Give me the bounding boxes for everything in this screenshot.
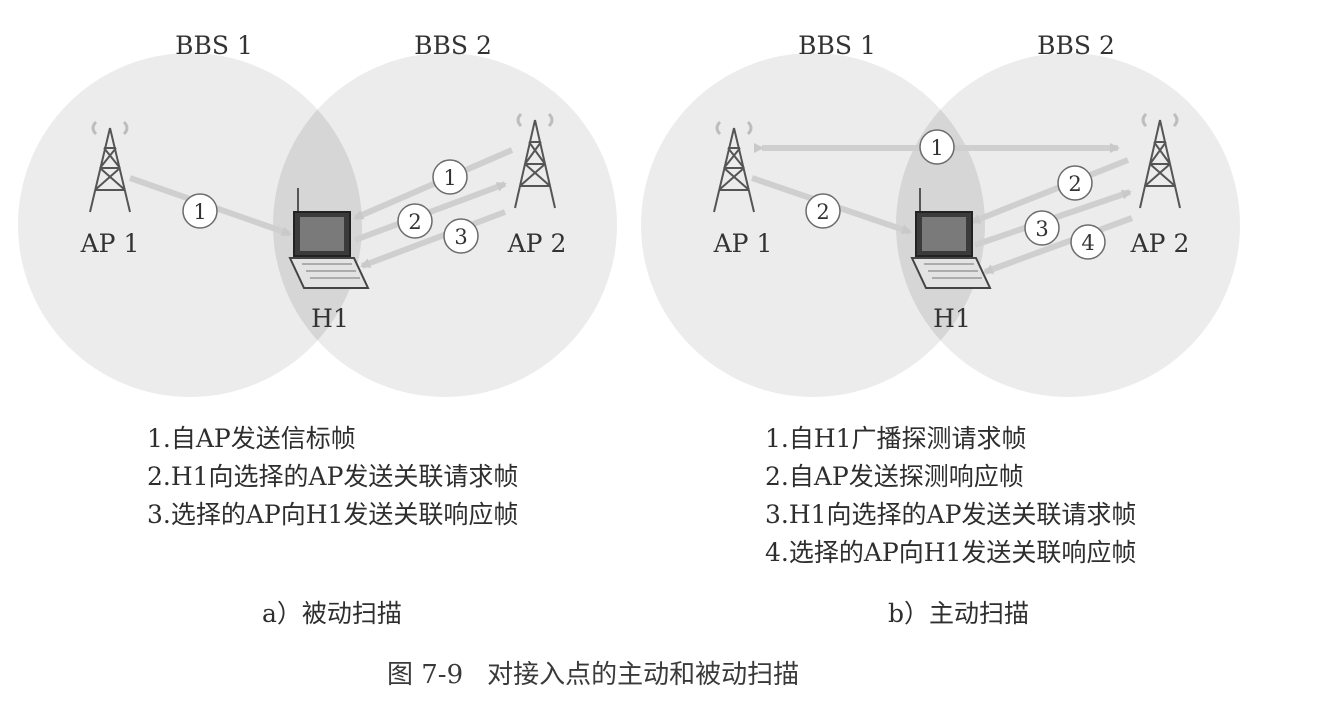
arrow-beacon-ap2 (353, 147, 514, 221)
step-text: 3.选择的AP向H1发送关联响应帧 (147, 500, 519, 529)
bss2-label: BBS 2 (414, 31, 492, 60)
svg-text:1: 1 (193, 200, 206, 224)
step-text: 2.自AP发送探测响应帧 (765, 462, 1024, 491)
ap2-tower-icon (1139, 119, 1181, 209)
step-text: 2.H1向选择的AP发送关联请求帧 (147, 462, 519, 491)
arrow-assoc-response (983, 215, 1134, 275)
panel-b: BBS 1 BBS 2 AP 1 AP 2 (641, 31, 1240, 397)
laptop-h1-icon (910, 188, 992, 289)
ap1-label: AP 1 (80, 229, 140, 258)
h1-label: H1 (933, 304, 971, 333)
step-marker: 1 (919, 129, 955, 165)
figure-caption: 图 7-9 对接入点的主动和被动扫描 (387, 654, 799, 691)
ap1-tower-icon (89, 127, 131, 213)
step-marker: 2 (397, 203, 433, 239)
ap2-label: AP 2 (507, 229, 567, 258)
svg-text:3: 3 (454, 225, 467, 249)
step-marker: 3 (1024, 210, 1060, 246)
ap1-signal-icon (91, 120, 129, 136)
ap2-tower-icon (514, 119, 556, 209)
step-text: 1.自H1广播探测请求帧 (765, 424, 1027, 453)
step-marker: 4 (1070, 224, 1106, 260)
ap2-signal-icon (1141, 112, 1179, 128)
laptop-h1-icon (288, 188, 370, 289)
step-text: 3.H1向选择的AP发送关联请求帧 (765, 500, 1137, 529)
svg-text:4: 4 (1081, 231, 1094, 255)
svg-text:2: 2 (816, 200, 829, 224)
figure-title: 对接入点的主动和被动扫描 (487, 660, 800, 690)
bss2-area (896, 53, 1240, 397)
step-text: 1.自AP发送信标帧 (147, 424, 356, 453)
svg-text:2: 2 (408, 210, 421, 234)
step-marker: 2 (1057, 165, 1093, 201)
svg-text:1: 1 (443, 166, 456, 190)
arrow-assoc-response (360, 209, 507, 269)
ap1-label: AP 1 (713, 229, 773, 258)
step-text: 4.选择的AP向H1发送关联响应帧 (765, 538, 1137, 567)
arrow-probe-response-ap2 (970, 157, 1130, 225)
bss1-label: BBS 1 (798, 31, 876, 60)
figure-number: 图 7-9 (387, 660, 464, 690)
step-marker: 2 (805, 193, 841, 229)
step-marker: 1 (432, 159, 468, 195)
bss1-label: BBS 1 (175, 31, 253, 60)
svg-text:3: 3 (1035, 217, 1048, 241)
h1-label: H1 (311, 304, 349, 333)
panel-a: BBS 1 BBS 2 AP 1 AP 2 H1 (18, 31, 617, 397)
panel-b-subtitle: b）主动扫描 (888, 599, 1030, 628)
bss2-label: BBS 2 (1037, 31, 1115, 60)
svg-text:2: 2 (1068, 172, 1081, 196)
svg-text:1: 1 (930, 136, 943, 160)
panel-a-subtitle: a）被动扫描 (262, 599, 402, 628)
step-marker: 1 (182, 193, 218, 229)
ap1-signal-icon (715, 120, 753, 136)
ap2-signal-icon (516, 112, 554, 128)
step-marker: 3 (443, 218, 479, 254)
ap2-label: AP 2 (1130, 229, 1190, 258)
ap1-tower-icon (713, 127, 755, 213)
